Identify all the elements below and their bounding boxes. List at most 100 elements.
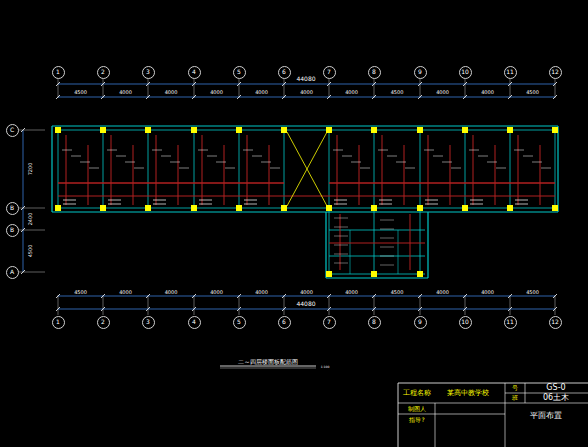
rebar-mark: [152, 150, 162, 151]
column: [236, 127, 242, 133]
tick: [282, 82, 286, 86]
wall: [329, 208, 330, 274]
axis-number: 9: [418, 69, 422, 75]
wall: [325, 212, 326, 278]
tick: [372, 294, 376, 298]
axis-leader: [58, 295, 59, 315]
axis-leader: [239, 79, 240, 98]
rebar-mark: [380, 256, 394, 257]
rebar: [111, 135, 112, 205]
rebar-mark: [216, 162, 226, 163]
axis-number: 1: [56, 319, 60, 325]
rebar-mark: [515, 200, 528, 201]
rebar-mark: [425, 204, 438, 205]
axis-number: B: [10, 205, 14, 211]
dimension-text: 4000: [119, 290, 132, 295]
axis-bubble: 8: [368, 316, 381, 329]
axis-leader: [284, 295, 285, 315]
tick: [508, 307, 512, 311]
dimension-text: 4000: [300, 290, 313, 295]
rebar: [178, 145, 179, 205]
axis-number: 5: [237, 319, 241, 325]
rebar-mark: [380, 229, 394, 230]
axis-number: 2: [101, 319, 105, 325]
axis-bubble: 12: [549, 66, 562, 79]
wall: [52, 125, 558, 126]
axis-bubble: 9: [414, 66, 427, 79]
axis-leader: [148, 79, 149, 98]
rebar-mark: [63, 204, 76, 205]
rebar-mark: [514, 150, 524, 151]
axis-number: 12: [551, 319, 559, 325]
axis-leader: [555, 295, 556, 315]
column: [552, 127, 558, 133]
axis-leader: [510, 295, 511, 315]
column: [326, 127, 332, 133]
wall: [52, 211, 558, 212]
column: [417, 271, 423, 277]
wall: [350, 230, 351, 274]
column: [281, 205, 287, 211]
rebar-mark: [433, 156, 443, 157]
dimension-text: 4500: [526, 290, 539, 295]
tick: [327, 82, 331, 86]
rebar-mark: [334, 200, 347, 201]
axis-leader: [284, 79, 285, 98]
axis-leader: [465, 295, 466, 315]
rebar: [269, 145, 270, 205]
axis-bubble: 7: [323, 316, 336, 329]
tick: [553, 294, 557, 298]
axis-number: 9: [418, 319, 422, 325]
axis-number: 8: [372, 69, 376, 75]
tick: [418, 95, 422, 99]
rebar: [404, 145, 405, 205]
axis-bubble: 4: [188, 316, 201, 329]
tick: [192, 95, 196, 99]
axis-number: 10: [461, 69, 469, 75]
dimension-text: 4000: [436, 290, 449, 295]
rebar-mark: [199, 204, 212, 205]
tick: [146, 95, 150, 99]
rebar: [224, 145, 225, 205]
rebar: [473, 135, 474, 205]
dimension-line: [58, 97, 555, 98]
rebar-mark: [198, 150, 208, 151]
tick: [146, 294, 150, 298]
wall: [329, 256, 425, 257]
rebar: [329, 243, 425, 244]
title-block: [505, 383, 506, 447]
rebar-mark: [496, 168, 506, 169]
wall: [420, 208, 421, 274]
rebar: [156, 135, 157, 205]
rebar: [359, 145, 360, 205]
tick: [237, 294, 241, 298]
column: [55, 127, 61, 133]
tick: [21, 128, 25, 132]
axis-bubble: 5: [233, 316, 246, 329]
rebar: [340, 214, 341, 270]
rebar-mark: [541, 168, 551, 169]
stair-cross: [287, 132, 327, 206]
title-block: [398, 403, 588, 404]
rebar-mark: [225, 168, 235, 169]
axis-bubble: 6: [278, 66, 291, 79]
rebar-mark: [125, 162, 135, 163]
rebar-mark: [170, 162, 180, 163]
axis-number: 4: [192, 69, 196, 75]
axis-number: 2: [101, 69, 105, 75]
rebar: [410, 214, 411, 270]
rebar-mark: [380, 220, 394, 221]
axis-number: 3: [146, 69, 150, 75]
tick: [192, 294, 196, 298]
wall: [329, 230, 425, 231]
dimension-line: [58, 296, 555, 297]
dimension-line: [58, 84, 555, 85]
title-underline: [220, 366, 316, 367]
rebar-mark: [108, 200, 121, 201]
title-block: [435, 403, 436, 447]
rebar-mark: [63, 204, 76, 205]
column: [371, 205, 377, 211]
tick: [282, 294, 286, 298]
stair-cross: [287, 132, 327, 206]
axis-leader: [374, 295, 375, 315]
